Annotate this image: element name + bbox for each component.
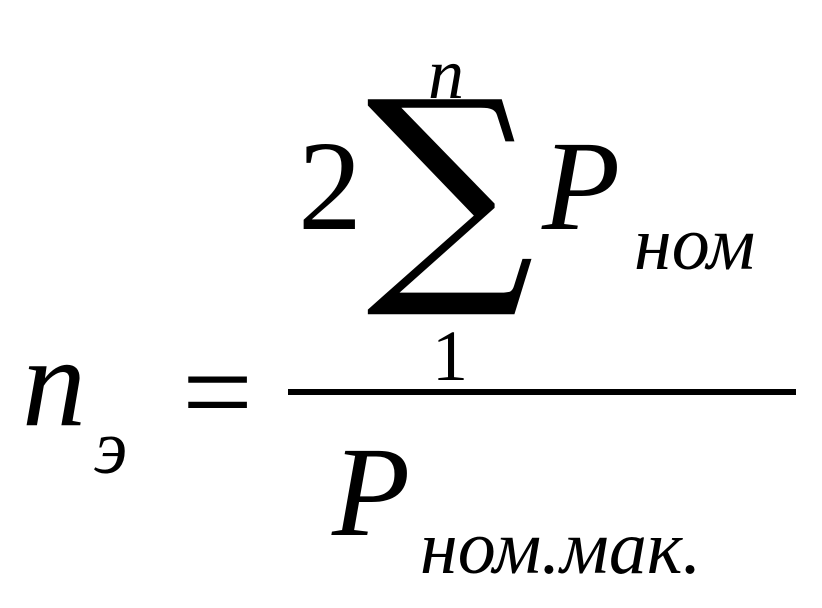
equals-sign: =: [182, 323, 254, 462]
denominator-symbol: P: [332, 421, 411, 563]
fraction-bar: [288, 389, 796, 395]
lhs-symbol: n: [22, 311, 86, 453]
lhs-subscript: э: [94, 406, 128, 490]
denominator-subscript: ном.мак.: [420, 506, 702, 590]
summation-lower-limit: 1: [432, 316, 468, 396]
numerator-coefficient: 2: [298, 115, 362, 257]
numerator-subscript: ном: [634, 202, 756, 286]
summation-operator: ∑: [366, 50, 535, 325]
summation-upper-limit: n: [428, 34, 464, 114]
numerator-symbol: P: [542, 115, 621, 257]
